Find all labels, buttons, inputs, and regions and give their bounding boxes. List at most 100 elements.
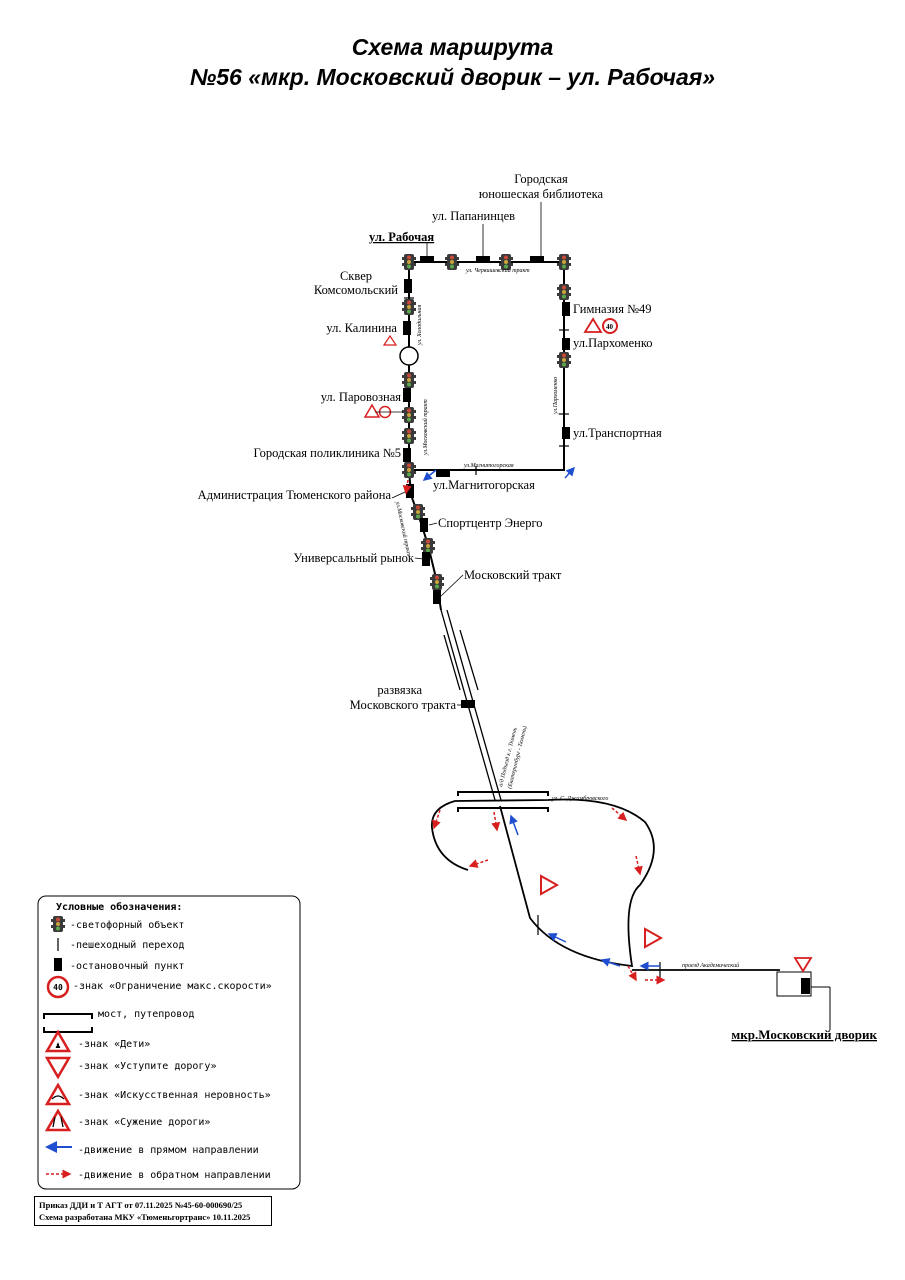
road-signs xyxy=(363,317,813,973)
narrowing-sign-icon xyxy=(44,1108,72,1132)
bump-sign-icon xyxy=(382,334,398,346)
speed-limit-icon xyxy=(46,975,70,999)
map-title-line2: №56 «мкр. Московский дворик – ул. Рабоча… xyxy=(189,64,716,90)
traffic-light-icon xyxy=(51,916,65,932)
stop-marker-parovoznaya xyxy=(403,388,411,402)
stop-marker-transportnaya xyxy=(562,427,570,439)
street-dzhambrovsky: ул. С. Джамбровского xyxy=(551,795,608,802)
legend-bump: -знак «Искусственная неровность» xyxy=(78,1090,271,1101)
narrowing-glyph xyxy=(52,1116,64,1128)
traffic-light-icon xyxy=(557,352,571,368)
legend-speed-value: 40 xyxy=(53,983,63,992)
street-magnitogorskaya: ул.Магнитогорская xyxy=(463,463,514,469)
legend-reverse: -движение в обратном направлении xyxy=(78,1169,271,1181)
stop-marker-kalinina xyxy=(403,321,411,335)
southern-loop xyxy=(431,798,655,968)
stop-label-poliklinika: Городская поликлиника №5 xyxy=(253,446,401,460)
terminal-area xyxy=(776,971,812,997)
legend-stop: -остановочный пункт xyxy=(70,960,184,972)
traffic-light-icon xyxy=(402,407,416,423)
order-info-box: Приказ ДДИ и Т АГТ от 07.11.2025 №45-60-… xyxy=(34,1196,272,1226)
legend-forward: -движение в прямом направлении xyxy=(78,1145,259,1156)
stop-marker-gymnasium xyxy=(562,302,570,316)
developer-text: Схема разработана МКУ «Тюменьгортранс» 1… xyxy=(39,1212,251,1222)
legend-give-way: -знак «Уступите дорогу» xyxy=(78,1061,216,1072)
reverse-arrow xyxy=(491,811,501,832)
stop-marker-papanintsev xyxy=(476,256,490,263)
stop-marker-moskovsky-trakt xyxy=(433,590,441,604)
stop-label-magnitogorskaya: ул.Магнитогорская xyxy=(433,478,535,492)
traffic-light-icon xyxy=(421,538,435,554)
legend-narrowing: -знак «Сужение дороги» xyxy=(78,1117,210,1128)
give-way-sign-icon xyxy=(644,927,664,949)
give-way-sign-icon xyxy=(44,1056,72,1080)
traffic-light-icon xyxy=(402,254,416,270)
legend-title: Условные обозначения: xyxy=(56,901,182,913)
stop-label-rabochaya: ул. Рабочая xyxy=(369,230,434,244)
traffic-light-icon xyxy=(430,574,444,590)
stop-marker-poliklinika xyxy=(403,448,411,462)
traffic-light-icon xyxy=(445,254,459,270)
traffic-light-icon xyxy=(402,299,416,315)
direction-arrows xyxy=(402,466,666,985)
reverse-arrow xyxy=(627,965,637,982)
traffic-light-icon xyxy=(402,428,416,444)
legend-children: -знак «Дети» xyxy=(78,1039,150,1050)
bump-glyph xyxy=(51,1095,65,1100)
stop-label-parovoznaya: ул. Паровозная xyxy=(321,390,402,404)
stop-label-razvyazka-l1: развязка xyxy=(377,683,422,697)
forward-arrow xyxy=(547,933,567,943)
street-moskovsky-trakt-diag: ул.Московский тракт xyxy=(394,500,413,558)
stop-label-market: Универсальный рынок xyxy=(293,551,415,565)
stop-marker-terminal xyxy=(801,978,810,994)
children-glyph: ♟ xyxy=(55,1041,60,1051)
leader-lines xyxy=(375,202,542,706)
reverse-arrow xyxy=(432,809,441,830)
stop-label-transportnaya: ул.Транспортная xyxy=(573,426,662,440)
legend: Условные обозначения: -светофорный объек… xyxy=(37,895,301,1190)
traffic-light-icon xyxy=(557,254,571,270)
stop-label-gymnasium: Гимназия №49 xyxy=(573,302,652,316)
speed-limit-sign-icon xyxy=(602,318,618,334)
crosswalks xyxy=(404,297,661,978)
stop-label-sportcenter: Спортцентр Энерго xyxy=(438,516,543,530)
stop-label-papanintsev: ул. Папанинцев xyxy=(432,209,515,223)
highway-side-b xyxy=(459,629,479,691)
stop-marker-razvyazka xyxy=(461,700,475,708)
stop-labels: ул. Рабочая ул. Папанинцев Городская юно… xyxy=(198,172,878,1042)
legend-speed-limit: -знак «Ограничение макс.скорости» xyxy=(73,981,272,992)
legend-traffic-light: -светофорный объект xyxy=(70,919,184,931)
highway-side-a xyxy=(443,634,461,691)
speed-map-value: 40 xyxy=(606,323,614,331)
reverse-arrow xyxy=(468,859,489,868)
stop-marker-sportcenter xyxy=(420,518,428,532)
forward-arrow xyxy=(509,814,519,836)
stop-marker-library xyxy=(530,256,544,263)
map-title-line1: Схема маршрута xyxy=(351,34,554,60)
stop-label-terminal: мкр.Московский дворик xyxy=(731,1027,877,1042)
stop-label-library-l2: юношеская библиотека xyxy=(479,187,604,201)
give-way-sign-icon xyxy=(540,874,560,896)
forward-arrow xyxy=(564,466,576,479)
give-way-sign-icon xyxy=(793,957,813,973)
traffic-light-icon xyxy=(402,462,416,478)
stop-label-library-l1: Городская xyxy=(514,172,568,186)
stop-marker-skver xyxy=(404,279,412,293)
route-lines xyxy=(408,261,831,1030)
street-names: ул. Червишевский тракт ул. Холодильная у… xyxy=(394,267,739,969)
stop-label-moskovsky-trakt: Московский тракт xyxy=(464,568,562,582)
street-akademichesky: проезд Академический xyxy=(682,962,739,969)
stop-label-skver-l1: Сквер xyxy=(340,269,372,283)
children-sign-icon xyxy=(583,317,603,333)
stop-marker-market xyxy=(422,552,430,566)
street-chervishevsky: ул. Червишевский тракт xyxy=(465,267,530,274)
reverse-arrow xyxy=(402,479,412,495)
stop-label-parkhomenko: ул.Пархоменко xyxy=(573,336,653,350)
children-sign-icon xyxy=(44,1029,72,1053)
bridge-markers xyxy=(457,791,549,812)
bridge-icon xyxy=(43,1027,93,1033)
traffic-light-icon xyxy=(411,504,425,520)
legend-crosswalk: -пешеходный переход xyxy=(70,939,184,951)
legend-bridge: - мост, путепровод xyxy=(86,1009,194,1020)
traffic-light-icon xyxy=(402,372,416,388)
